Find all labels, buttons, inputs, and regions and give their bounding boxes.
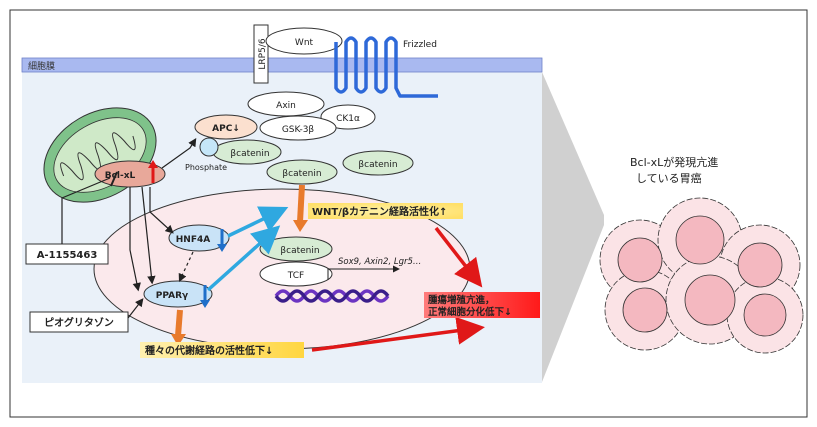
a1155463-label: A-1155463 bbox=[37, 250, 98, 261]
axin-label: Axin bbox=[276, 101, 296, 111]
ppar-to-wnt-arrow bbox=[206, 225, 281, 292]
phosphate-node bbox=[199, 137, 219, 157]
ck1a-node bbox=[320, 104, 376, 130]
cancer-cell-cluster bbox=[599, 197, 804, 354]
ppar-down-arrow-head bbox=[200, 300, 210, 308]
zoom-funnel bbox=[542, 72, 604, 382]
metabolic-highlight bbox=[140, 342, 304, 358]
ppar-node bbox=[143, 280, 213, 308]
wnt-to-tumor-arrow bbox=[434, 226, 483, 288]
a1155463-box bbox=[25, 243, 109, 265]
bcatenin-nuclear-label: βcatenin bbox=[280, 246, 319, 256]
tumor-highlight bbox=[424, 292, 540, 318]
bclxl-to-hnf4a-arrow bbox=[149, 187, 174, 234]
tumor-label-1: 腫瘍増殖亢進， bbox=[428, 294, 495, 306]
bclxl-label: Bcl-xL bbox=[105, 171, 136, 181]
ppar-label: PPARγ bbox=[156, 291, 188, 301]
bcatenin-cytosol-1-label: βcatenin bbox=[282, 169, 321, 179]
hnf4a-label: HNF4A bbox=[176, 235, 210, 245]
wnt-label: Wnt bbox=[295, 38, 314, 48]
bcatenin-cytosol-2 bbox=[342, 150, 414, 176]
bclxl-to-ppar-arrow bbox=[141, 186, 156, 285]
orange-arrow-metabolic bbox=[175, 309, 183, 337]
tumor-label-2: 正常細胞分化低下↓ bbox=[428, 306, 512, 318]
transcription-arrow bbox=[327, 265, 400, 280]
metabolic-label: 種々の代謝経路の活性低下↓ bbox=[145, 344, 273, 357]
bclxl-up-arrow-head bbox=[148, 160, 158, 168]
tcf-node bbox=[259, 261, 333, 287]
wnt-activation-label: WNT/βカテニン経路活性化↑ bbox=[312, 205, 447, 218]
pioglitazone-label: ピオグリタゾン bbox=[44, 316, 114, 329]
hnf4a-node bbox=[168, 224, 230, 252]
hnf4a-to-wnt-arrow bbox=[227, 206, 289, 238]
a1155463-inhibit-bar bbox=[110, 171, 118, 187]
target-genes-label: Sox9, Axin2, Lgr5… bbox=[338, 257, 421, 267]
orange-arrow-metabolic-head bbox=[171, 334, 186, 346]
metabolic-to-tumor-arrow bbox=[311, 316, 485, 352]
hnf4a-to-ppar-arrow bbox=[178, 251, 194, 283]
pioglitazone-box bbox=[29, 311, 129, 333]
apc-label: APC↓ bbox=[212, 124, 240, 134]
ck1a-label: CK1α bbox=[336, 114, 360, 124]
bcatenin-complex-label: βcatenin bbox=[230, 149, 269, 159]
frizzled-receptor bbox=[334, 36, 438, 98]
gsk-node bbox=[259, 115, 337, 141]
lrp-label: LRP5/6 bbox=[258, 38, 268, 69]
axin-node bbox=[247, 91, 325, 117]
lrp-receptor bbox=[253, 24, 269, 84]
gsk-label: GSK-3β bbox=[282, 125, 315, 135]
tcf-label: TCF bbox=[287, 271, 304, 281]
bcatenin-cytosol-1 bbox=[266, 159, 338, 185]
apc-node bbox=[194, 114, 258, 140]
cell-membrane bbox=[21, 57, 543, 73]
bclxl-to-ppar-arrow-2 bbox=[129, 187, 141, 292]
membrane-label: 細胞膜 bbox=[28, 60, 55, 72]
orange-arrow-nucleus bbox=[297, 184, 305, 223]
wnt-ligand bbox=[265, 27, 343, 55]
dna-helix bbox=[274, 289, 390, 303]
hnf4a-down-arrow-head bbox=[217, 244, 227, 252]
wnt-activation-highlight bbox=[308, 203, 463, 219]
orange-arrow-nucleus-head bbox=[293, 220, 308, 232]
pioglitazone-arrow bbox=[127, 298, 144, 319]
frizzled-label: Frizzled bbox=[403, 40, 437, 50]
bclxl-to-apc-arrow bbox=[161, 137, 197, 169]
bcatenin-cytosol-2-label: βcatenin bbox=[358, 160, 397, 170]
phosphate-label: Phosphate bbox=[185, 163, 227, 172]
a1155463-inhibit-line bbox=[61, 177, 111, 244]
cancer-label-1: Bcl-xLが発現亢進 bbox=[630, 155, 718, 169]
cancer-label-2: している胃癌 bbox=[636, 171, 702, 185]
